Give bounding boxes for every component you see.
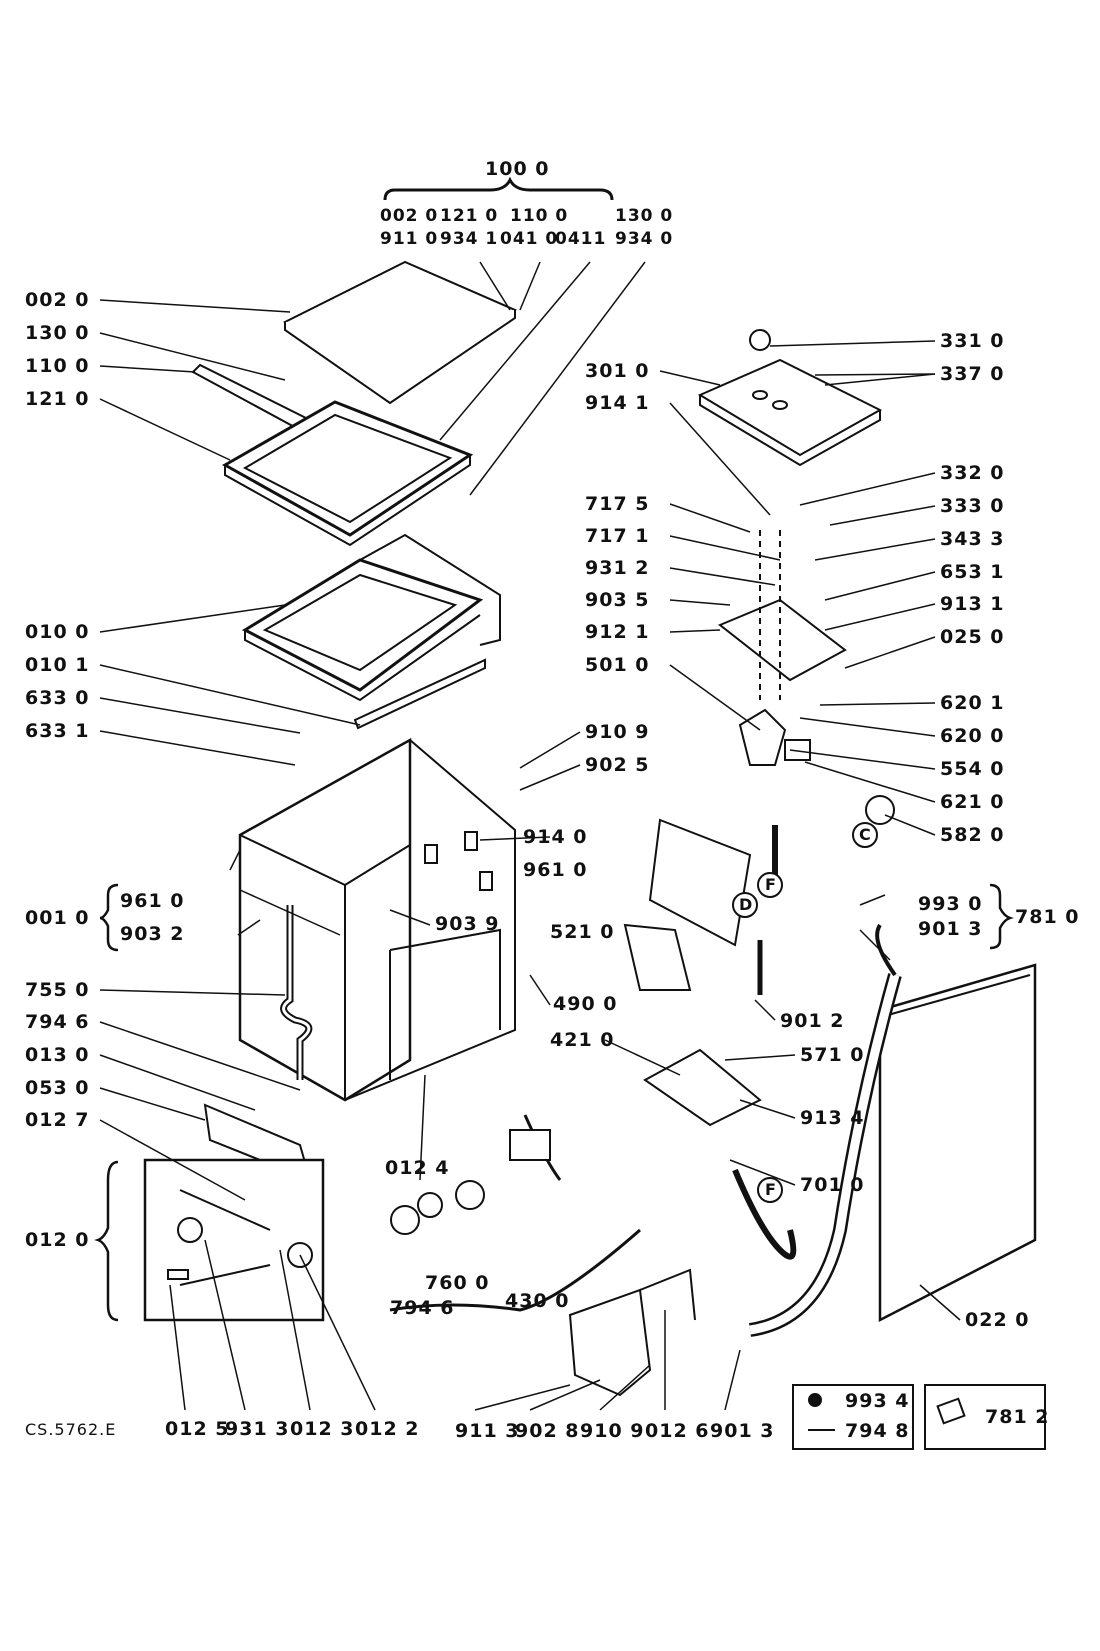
legend-794-8: 794 8 — [845, 1420, 910, 1442]
label-582-0: 582 0 — [940, 824, 1005, 846]
marker-d — [732, 892, 758, 918]
label-554-0: 554 0 — [940, 758, 1005, 780]
label-012-7: 012 7 — [25, 1109, 90, 1131]
label-910-9-bottom: 910 9 — [580, 1420, 645, 1442]
label-620-1: 620 1 — [940, 692, 1005, 714]
label-913-1: 913 1 — [940, 593, 1005, 615]
label-633-1: 633 1 — [25, 720, 90, 742]
label-910-9: 910 9 — [585, 721, 650, 743]
marker-d-letter: D — [739, 895, 754, 914]
label-421-0: 421 0 — [550, 1029, 615, 1051]
tub-cover — [241, 533, 501, 702]
label-333-0: 333 0 — [940, 495, 1005, 517]
label-012-2: 012 2 — [355, 1418, 420, 1440]
label-961-0-center: 961 0 — [523, 859, 588, 881]
label-901-2: 901 2 — [780, 1010, 845, 1032]
label-521-0: 521 0 — [550, 921, 615, 943]
label-332-0: 332 0 — [940, 462, 1005, 484]
group-100-r2-1: 934 1 — [440, 229, 499, 249]
marker-f-letter: F — [765, 875, 777, 894]
label-794-6: 794 6 — [25, 1011, 90, 1033]
label-931-2: 931 2 — [585, 557, 650, 579]
label-121-0: 121 0 — [25, 388, 90, 410]
label-902-8: 902 8 — [515, 1420, 580, 1442]
marker-f-bottom — [757, 1177, 783, 1203]
group-100-title: 100 0 — [485, 158, 550, 180]
label-902-5: 902 5 — [585, 754, 650, 776]
legend-781-2: 781 2 — [985, 1406, 1050, 1428]
label-010-1: 010 1 — [25, 654, 90, 676]
label-912-1: 912 1 — [585, 621, 650, 643]
control-panel — [697, 329, 883, 467]
label-961-0: 961 0 — [120, 890, 185, 912]
label-331-0: 331 0 — [940, 330, 1005, 352]
label-001-0: 001 0 — [25, 907, 90, 929]
label-130-0: 130 0 — [25, 322, 90, 344]
label-012-0: 012 0 — [25, 1229, 90, 1251]
legend-993-4: 993 4 — [845, 1390, 910, 1412]
group-100-r1-3: 130 0 — [615, 206, 674, 226]
marker-c — [852, 822, 878, 848]
label-914-1: 914 1 — [585, 392, 650, 414]
label-653-1: 653 1 — [940, 561, 1005, 583]
group-100-r2-2: 041 0 — [500, 229, 559, 249]
label-012-3: 012 3 — [290, 1418, 355, 1440]
group-100-r2-0: 911 0 — [380, 229, 439, 249]
label-013-0: 013 0 — [25, 1044, 90, 1066]
label-620-0: 620 0 — [940, 725, 1005, 747]
drawing-code: CS.5762.E — [25, 1420, 117, 1439]
group-100-r2-3: 0411 — [555, 229, 607, 249]
label-490-0: 490 0 — [553, 993, 618, 1015]
label-301-0: 301 0 — [585, 360, 650, 382]
label-781-0: 781 0 — [1015, 906, 1080, 928]
label-430-0: 430 0 — [505, 1290, 570, 1312]
label-337-0: 337 0 — [940, 363, 1005, 385]
label-931-3: 931 3 — [225, 1418, 290, 1440]
label-914-0: 914 0 — [523, 826, 588, 848]
label-012-6: 012 6 — [645, 1420, 710, 1442]
label-501-0: 501 0 — [585, 654, 650, 676]
label-025-0: 025 0 — [940, 626, 1005, 648]
group-100-r1-2: 110 0 — [510, 206, 569, 226]
label-903-9: 903 9 — [435, 913, 500, 935]
label-053-0: 053 0 — [25, 1077, 90, 1099]
marker-f-top — [757, 872, 783, 898]
label-717-1: 717 1 — [585, 525, 650, 547]
lid-panel — [283, 260, 518, 405]
label-022-0: 022 0 — [965, 1309, 1030, 1331]
group-100-r1-0: 002 0 — [380, 206, 439, 226]
label-012-4: 012 4 — [385, 1157, 450, 1179]
marker-f-letter-2: F — [765, 1180, 777, 1199]
door-frame — [221, 400, 474, 547]
label-901-3-brace: 901 3 — [918, 918, 983, 940]
label-717-5: 717 5 — [585, 493, 650, 515]
label-794-6-bottom: 794 6 — [390, 1297, 455, 1319]
label-633-0: 633 0 — [25, 687, 90, 709]
label-343-3: 343 3 — [940, 528, 1005, 550]
label-012-5: 012 5 — [165, 1418, 230, 1440]
label-621-0: 621 0 — [940, 791, 1005, 813]
label-760-0: 760 0 — [425, 1272, 490, 1294]
marker-c-letter: C — [859, 825, 872, 844]
cabinet — [238, 737, 516, 1102]
group-100-r2-4: 934 0 — [615, 229, 674, 249]
label-110-0: 110 0 — [25, 355, 90, 377]
label-010-0: 010 0 — [25, 621, 90, 643]
label-002-0: 002 0 — [25, 289, 90, 311]
label-701-0: 701 0 — [800, 1174, 865, 1196]
label-755-0: 755 0 — [25, 979, 90, 1001]
label-911-3: 911 3 — [455, 1420, 520, 1442]
label-571-0: 571 0 — [800, 1044, 865, 1066]
label-903-2: 903 2 — [120, 923, 185, 945]
label-903-5: 903 5 — [585, 589, 650, 611]
label-913-4: 913 4 — [800, 1107, 865, 1129]
label-901-3: 901 3 — [710, 1420, 775, 1442]
group-100-r1-1: 121 0 — [440, 206, 499, 226]
label-993-0: 993 0 — [918, 893, 983, 915]
